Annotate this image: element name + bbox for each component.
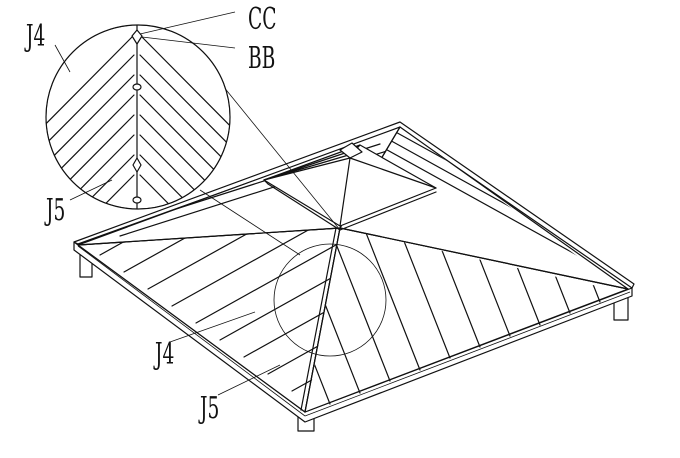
label-j5-detail: J5 [46, 193, 66, 228]
roof-cupola [263, 142, 437, 231]
label-j4-detail: J4 [26, 19, 46, 54]
detail-connector-line-2 [199, 189, 301, 256]
detail-magnifier [45, 24, 231, 210]
leader-lines [54, 11, 281, 396]
label-j5-main: J5 [200, 391, 220, 426]
label-bb: BB [248, 41, 276, 76]
label-cc: CC [248, 2, 277, 37]
detail-connector-line [209, 69, 341, 231]
detail-area-circle [273, 243, 387, 357]
label-j4-main: J4 [155, 337, 175, 372]
